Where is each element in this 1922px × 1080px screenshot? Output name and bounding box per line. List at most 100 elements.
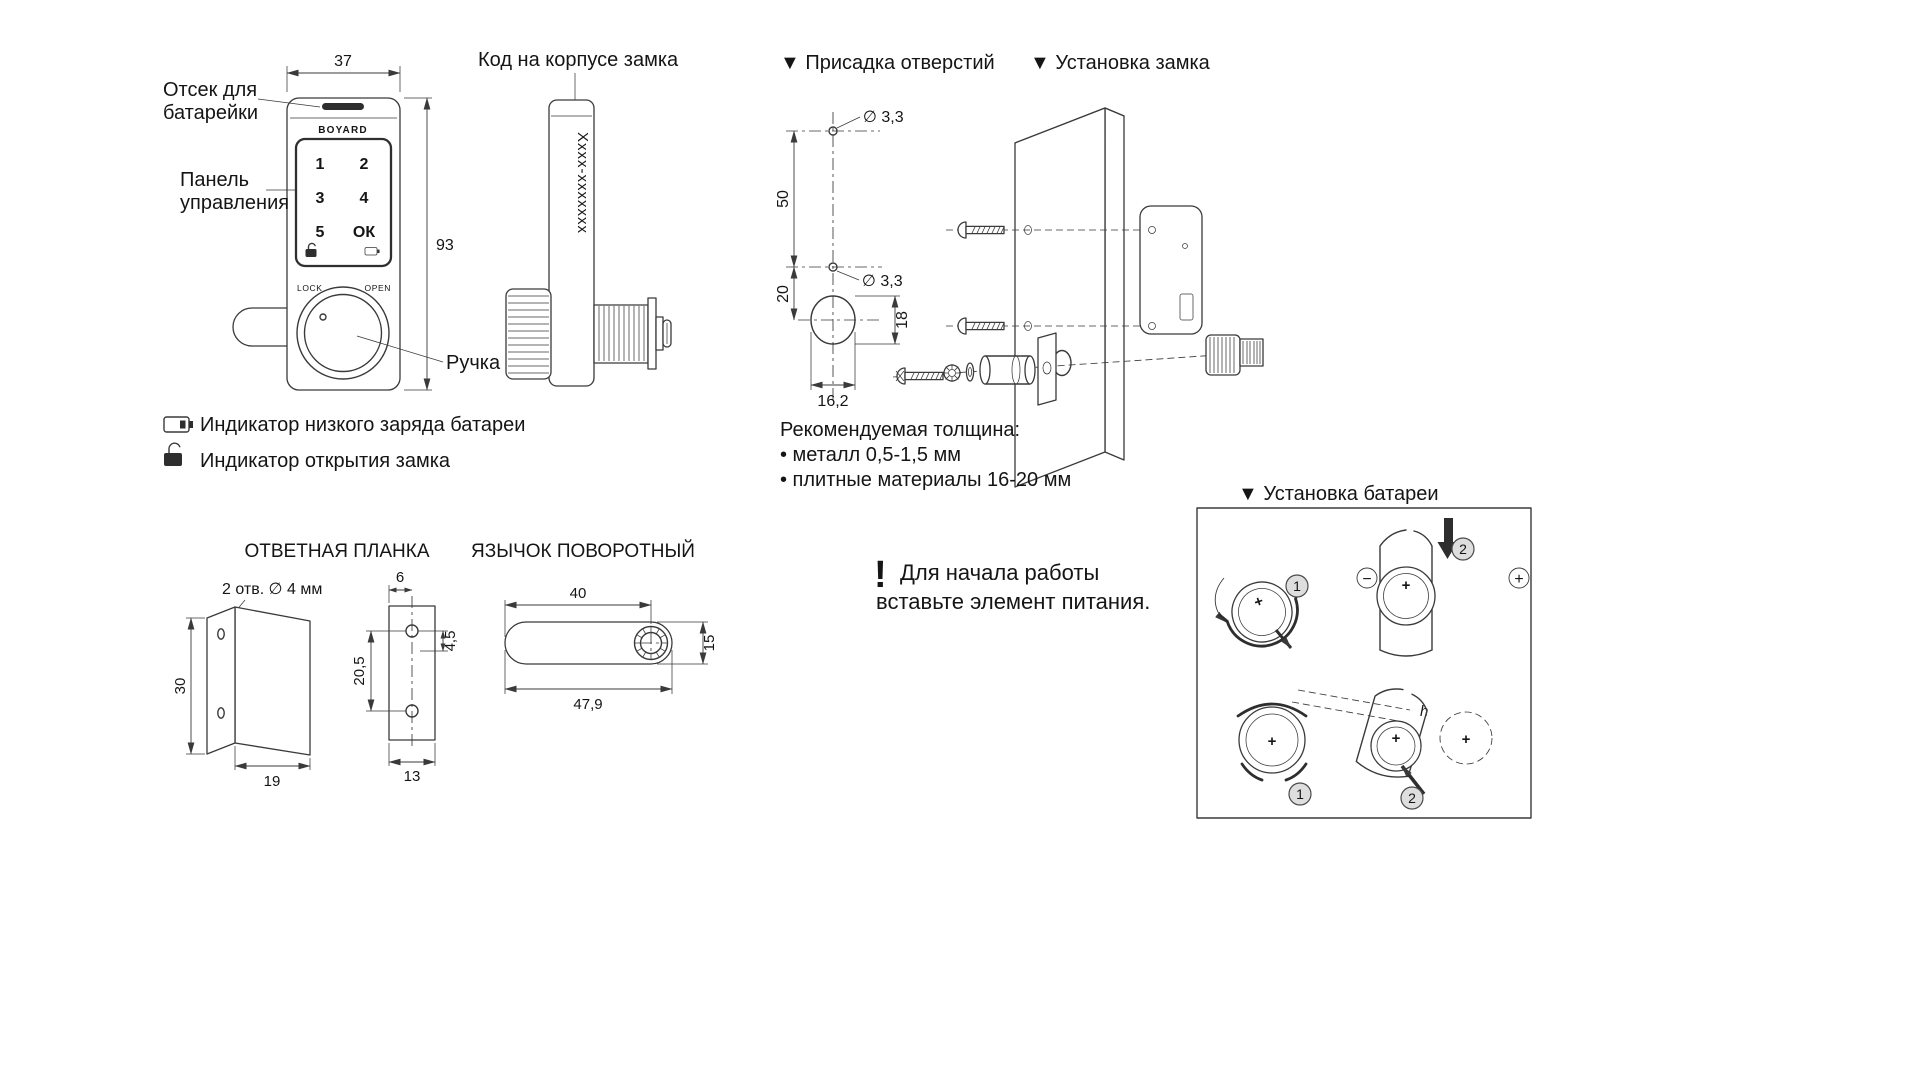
cylinder-housing bbox=[979, 355, 1036, 385]
rear-knurled-knob bbox=[1205, 334, 1264, 376]
dim-width: 37 bbox=[286, 53, 401, 92]
dim-479-value: 47,9 bbox=[573, 696, 602, 713]
handle-label: Ручка bbox=[446, 352, 501, 374]
dia-mid-leader bbox=[836, 270, 860, 281]
tongue-title: ЯЗЫЧОК ПОВОРОТНЫЙ bbox=[471, 540, 695, 562]
minus-symbol: − bbox=[1362, 571, 1371, 588]
dia-top-value: ∅ 3,3 bbox=[863, 109, 904, 126]
dim-height: 93 bbox=[404, 97, 454, 391]
battery-slot bbox=[322, 103, 364, 110]
step-badge-1b bbox=[1288, 782, 1312, 806]
h-dimension-label: h bbox=[1420, 703, 1428, 720]
cam-screw bbox=[895, 367, 944, 385]
side-thread-shaft bbox=[593, 297, 672, 370]
key-4: 4 bbox=[360, 190, 369, 207]
strike-hole-2 bbox=[217, 707, 225, 719]
keypad-panel bbox=[294, 137, 393, 268]
side-view-drawing: Код на корпусе замка Xxxx-xxxxxxx bbox=[478, 49, 679, 387]
step-badge-2a bbox=[1451, 537, 1475, 561]
dim-50-value: 50 bbox=[775, 190, 792, 208]
knob-inner bbox=[303, 293, 383, 373]
dim-18-value: 18 bbox=[894, 311, 911, 329]
key-3: 3 bbox=[316, 190, 325, 207]
hole-mid bbox=[828, 262, 838, 272]
dim-6-value: 6 bbox=[396, 569, 404, 586]
exclamation-mark: ! bbox=[874, 554, 887, 596]
battery-plus-4: + bbox=[1392, 730, 1401, 747]
dim-19-value: 19 bbox=[264, 773, 281, 790]
unlocked-icon bbox=[164, 442, 182, 466]
knob-outer bbox=[296, 286, 390, 380]
installation-title: ▼ Установка замка bbox=[1030, 52, 1211, 74]
unlocked-text: Индикатор открытия замка bbox=[200, 450, 451, 472]
step-number-2b: 2 bbox=[1408, 790, 1416, 806]
dim-height-value: 93 bbox=[436, 237, 454, 254]
knob-pin bbox=[319, 313, 327, 321]
panel-side-face bbox=[1104, 107, 1125, 461]
side-body bbox=[548, 99, 595, 387]
strike-hole-1 bbox=[217, 628, 225, 640]
slide-arrow-icon bbox=[1400, 764, 1426, 796]
dim-162-ext bbox=[810, 332, 856, 390]
code-label: Код на корпусе замка bbox=[478, 49, 679, 71]
hole-top bbox=[828, 126, 838, 136]
battery-plus-ghost: + bbox=[1462, 731, 1471, 748]
battery-plus-2: + bbox=[1402, 577, 1411, 594]
tongue-body bbox=[504, 621, 673, 665]
front-view-drawing: BOYARD 1 2 3 4 5 ОК LOCK OPEN 37 93 bbox=[163, 53, 501, 391]
dia-top-leader bbox=[836, 116, 861, 129]
plus-symbol: + bbox=[1514, 571, 1523, 588]
dim-45-value: 4,5 bbox=[442, 631, 459, 652]
rear-housing bbox=[1139, 205, 1203, 335]
press-arrow-shaft bbox=[1444, 518, 1453, 542]
key-5: 5 bbox=[316, 224, 325, 241]
lock-body bbox=[286, 97, 401, 391]
drilling-template: ▼ Присадка отверстий ∅ 3,3 ∅ 3,3 50 20 1… bbox=[775, 52, 995, 410]
step-number-1a: 1 bbox=[1293, 578, 1301, 594]
handle-leader bbox=[356, 335, 444, 363]
rotary-tongue-drawing: ЯЗЫЧОК ПОВОРОТНЫЙ 40 47,9 15 bbox=[471, 540, 718, 713]
washer bbox=[965, 362, 975, 382]
mounting-plate bbox=[1037, 332, 1057, 406]
insert-arrow-icon bbox=[1274, 629, 1293, 649]
open-label: OPEN bbox=[365, 283, 392, 293]
battery-install-title: ▼ Установка батареи bbox=[1238, 483, 1439, 505]
step-badge-1a bbox=[1285, 574, 1309, 598]
battery-step2-bottom: + + 2 bbox=[1355, 688, 1493, 810]
thickness-board: • плитные материалы 16-20 мм bbox=[780, 469, 1071, 491]
dim-20-value: 20 bbox=[775, 285, 792, 303]
dia-mid-value: ∅ 3,3 bbox=[862, 273, 903, 290]
strike-main-face bbox=[234, 606, 311, 756]
tongue-hub-centermark bbox=[640, 632, 662, 654]
battery-compartment-label-2: батарейки bbox=[163, 102, 258, 124]
control-panel-label-2: управления bbox=[180, 192, 289, 214]
note-line-1: Для начала работы bbox=[900, 560, 1099, 585]
strike-holes-label: 2 отв. ∅ 4 мм bbox=[222, 581, 322, 598]
battery-box-border bbox=[1196, 507, 1532, 819]
battery-icon bbox=[364, 247, 380, 256]
dim-205-value: 20,5 bbox=[351, 656, 368, 685]
key-ok: ОК bbox=[353, 224, 375, 241]
dim-width-value: 37 bbox=[334, 53, 352, 70]
dim-15-value: 15 bbox=[701, 635, 718, 652]
battery-step1-bottom: + h 1 bbox=[1236, 689, 1428, 806]
dim-13-ext bbox=[388, 743, 436, 766]
thickness-title: Рекомендуемая толщина: bbox=[780, 419, 1020, 441]
unlock-icon bbox=[305, 242, 317, 257]
side-knob-knurl bbox=[505, 288, 552, 380]
dim-13-value: 13 bbox=[404, 768, 421, 785]
battery-installation: ▼ Установка батареи + 1 + 2 bbox=[1196, 483, 1532, 819]
brand-logo: BOYARD bbox=[318, 125, 368, 136]
strike-plate-title: ОТВЕТНАЯ ПЛАНКА bbox=[245, 541, 430, 562]
control-panel-label-1: Панель bbox=[180, 169, 249, 191]
battery-step1-top: + 1 bbox=[1214, 574, 1309, 649]
mounting-screw-top bbox=[957, 221, 1005, 239]
h-construction-lines bbox=[1291, 689, 1411, 723]
tongue-hub-outer bbox=[633, 625, 669, 661]
minus-terminal-icon bbox=[1356, 567, 1378, 589]
star-washer bbox=[943, 364, 961, 382]
battery-ghost-position bbox=[1439, 711, 1493, 765]
drilling-title: ▼ Присадка отверстий bbox=[780, 52, 995, 74]
